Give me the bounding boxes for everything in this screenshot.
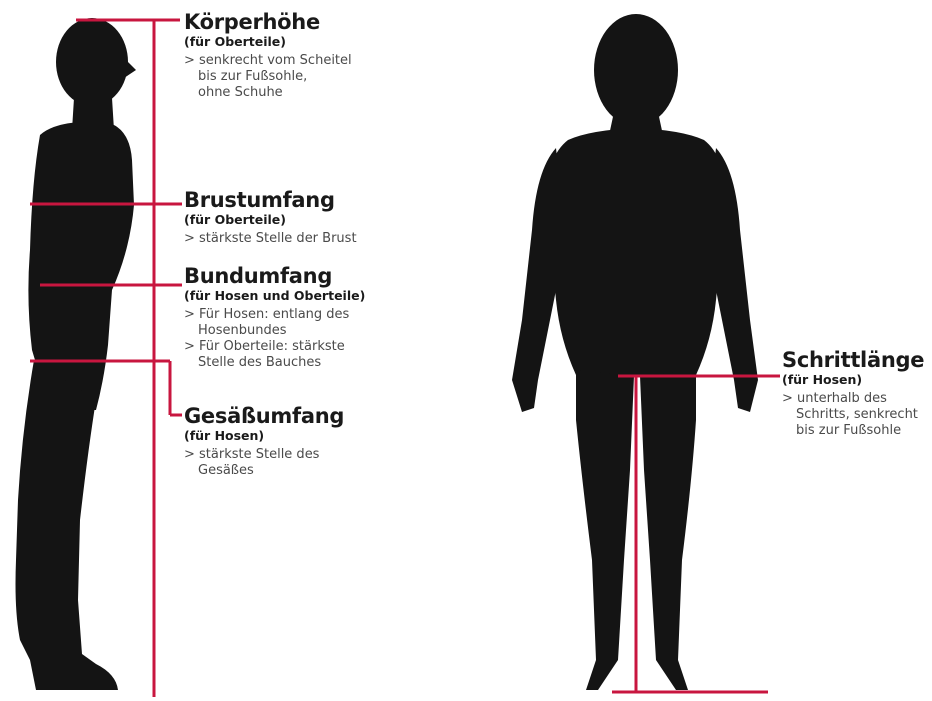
label-bundumfang: Bundumfang (für Hosen und Oberteile) > F… — [184, 264, 365, 371]
front-left-leg — [576, 370, 634, 690]
front-head — [594, 14, 678, 126]
measure-description: > senkrecht vom Scheitel bis zur Fußsohl… — [184, 53, 352, 101]
label-koerperhoehe: Körperhöhe (für Oberteile) > senkrecht v… — [184, 10, 352, 101]
measure-description: > Für Hosen: entlang des Hosenbundes > F… — [184, 307, 365, 371]
desc-line: Stelle des Bauches — [184, 355, 365, 371]
label-schrittlaenge: Schrittlänge (für Hosen) > unterhalb des… — [782, 348, 924, 439]
label-brustumfang: Brustumfang (für Oberteile) > stärkste S… — [184, 188, 357, 247]
side-legs — [16, 360, 119, 690]
measure-description: > unterhalb des Schritts, senkrecht bis … — [782, 391, 924, 439]
desc-line: > unterhalb des — [782, 391, 924, 407]
desc-line: Gesäßes — [184, 463, 344, 479]
front-right-leg — [640, 370, 696, 690]
front-left-arm — [512, 148, 566, 412]
measure-description: > stärkste Stelle der Brust — [184, 231, 357, 247]
desc-line: ohne Schuhe — [184, 85, 352, 101]
desc-line: > stärkste Stelle des — [184, 447, 344, 463]
side-head — [56, 18, 128, 106]
desc-line: Schritts, senkrecht — [782, 407, 924, 423]
desc-line: > Für Hosen: entlang des — [184, 307, 365, 323]
label-gesaessumfang: Gesäßumfang (für Hosen) > stärkste Stell… — [184, 404, 344, 479]
measure-title: Bundumfang — [184, 264, 365, 288]
measure-subtitle: (für Hosen) — [184, 428, 344, 444]
measure-title: Körperhöhe — [184, 10, 352, 34]
measure-subtitle: (für Hosen und Oberteile) — [184, 288, 365, 304]
desc-line: bis zur Fußsohle, — [184, 69, 352, 85]
side-silhouette — [16, 18, 137, 690]
desc-line: > stärkste Stelle der Brust — [184, 231, 357, 247]
front-torso — [547, 128, 725, 375]
desc-line: Hosenbundes — [184, 323, 365, 339]
measure-description: > stärkste Stelle des Gesäßes — [184, 447, 344, 479]
measure-title: Brustumfang — [184, 188, 357, 212]
desc-line: > Für Oberteile: stärkste — [184, 339, 365, 355]
measure-subtitle: (für Hosen) — [782, 372, 924, 388]
measure-subtitle: (für Oberteile) — [184, 34, 352, 50]
desc-line: bis zur Fußsohle — [782, 423, 924, 439]
measure-title: Gesäßumfang — [184, 404, 344, 428]
measure-subtitle: (für Oberteile) — [184, 212, 357, 228]
desc-line: > senkrecht vom Scheitel — [184, 53, 352, 69]
side-nose — [122, 56, 136, 78]
measure-title: Schrittlänge — [782, 348, 924, 372]
